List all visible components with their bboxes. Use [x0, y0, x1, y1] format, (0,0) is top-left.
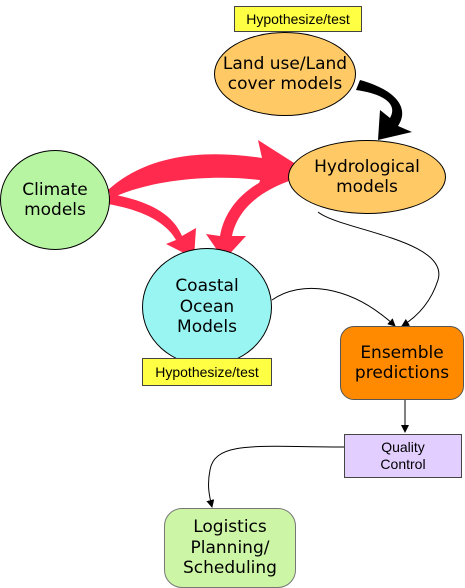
- hypothesize-test-bottom-text: Hypothesize/test: [155, 364, 259, 380]
- coastal-ocean-models-label: Coastal Ocean Models: [175, 276, 239, 338]
- hydrological-models-label: Hydrological models: [314, 156, 420, 197]
- hypothesize-test-top-label: Hypothesize/test: [234, 6, 362, 32]
- land-use-models-node: Land use/Land cover models: [214, 32, 356, 116]
- landuse-to-hydrological-arrow: [356, 80, 412, 140]
- hydrological-models-node: Hydrological models: [288, 140, 446, 214]
- quality-control-node: Quality Control: [344, 434, 462, 478]
- hydrological-to-ensemble-connector: [317, 211, 440, 327]
- quality-to-logistics-connector: [206, 445, 347, 508]
- land-use-models-label: Land use/Land cover models: [222, 53, 348, 94]
- ensemble-predictions-label: Ensemble predictions: [354, 342, 450, 383]
- logistics-planning-label: Logistics Planning/ Scheduling: [183, 517, 277, 579]
- climate-to-coastal-arrow: [108, 194, 196, 258]
- ensemble-predictions-node: Ensemble predictions: [340, 326, 464, 400]
- climate-models-label: Climate models: [22, 179, 88, 220]
- climate-models-node: Climate models: [0, 150, 110, 250]
- climate-to-hydrological-arrow: [108, 140, 302, 198]
- hydrological-to-coastal-arrow: [206, 170, 292, 260]
- logistics-planning-node: Logistics Planning/ Scheduling: [164, 508, 296, 588]
- quality-control-label: Quality Control: [380, 438, 426, 473]
- coastal-ocean-models-node: Coastal Ocean Models: [142, 248, 272, 366]
- coastal-to-ensemble-connector: [271, 287, 396, 327]
- hypothesize-test-top-text: Hypothesize/test: [246, 11, 350, 27]
- hypothesize-test-bottom-label: Hypothesize/test: [142, 358, 272, 386]
